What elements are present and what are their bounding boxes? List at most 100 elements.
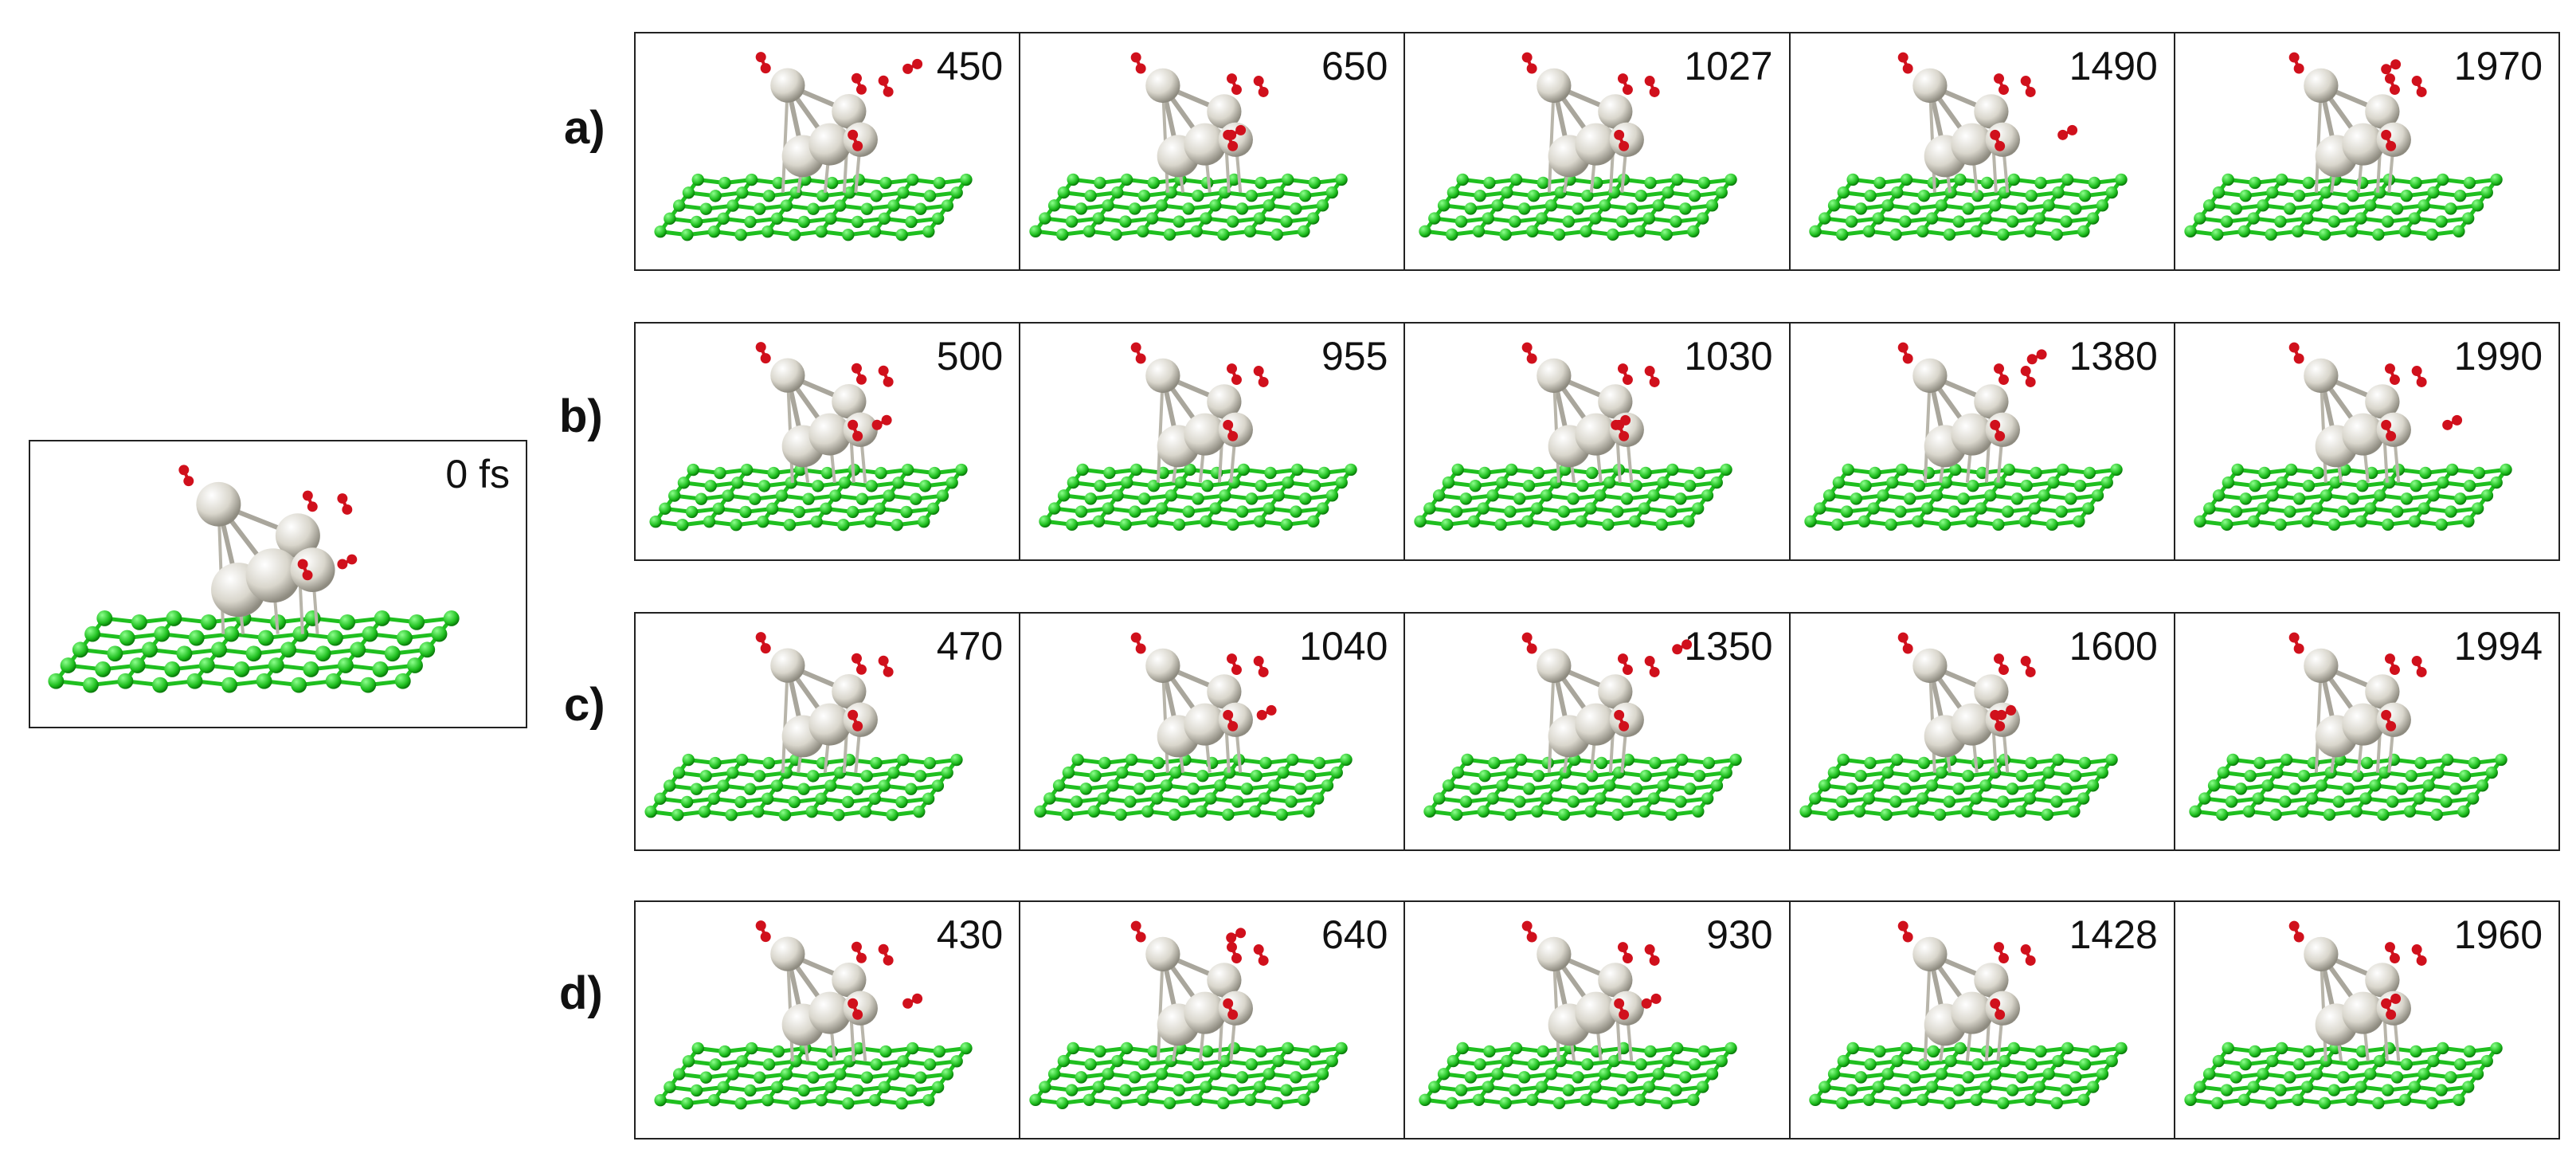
- panel-c-5: 1994: [2173, 614, 2558, 849]
- oxygen-atom: [1619, 1009, 1630, 1020]
- carbon-atom: [762, 190, 776, 202]
- carbon-atom: [1935, 766, 1948, 779]
- carbon-atom: [1464, 1071, 1478, 1084]
- carbon-atom: [280, 641, 297, 658]
- carbon-atom: [2198, 792, 2211, 805]
- carbon-atom: [950, 1055, 963, 1068]
- carbon-atom: [2476, 779, 2488, 792]
- carbon-atom: [1908, 202, 1920, 215]
- carbon-atom: [812, 480, 824, 492]
- cluster-atom: [2342, 703, 2385, 746]
- oxygen-atom: [1227, 73, 1238, 84]
- carbon-atom: [1993, 476, 2006, 489]
- carbon-atom: [2449, 783, 2462, 795]
- carbon-atom: [2417, 199, 2430, 212]
- carbon-atom: [1670, 215, 1683, 228]
- carbon-atom: [2033, 212, 2046, 225]
- carbon-atom: [895, 1097, 908, 1110]
- carbon-atom: [1863, 1057, 1877, 1071]
- oxygen-atom: [302, 490, 313, 501]
- carbon-atom: [2398, 225, 2412, 237]
- carbon-atom: [2327, 1084, 2340, 1096]
- carbon-atom: [1098, 756, 1111, 770]
- carbon-atom: [2247, 212, 2260, 225]
- carbon-atom: [1483, 1045, 1496, 1058]
- carbon-atom: [2373, 1054, 2386, 1068]
- graphene-sheet: [1808, 173, 2128, 241]
- carbon-atom: [1927, 1045, 1940, 1058]
- carbon-atom: [1299, 189, 1312, 202]
- carbon-atom: [922, 792, 935, 806]
- carbon-atom: [1881, 766, 1894, 779]
- carbon-atom: [1298, 1093, 1310, 1106]
- oxygen-atom: [760, 353, 771, 364]
- carbon-atom: [2114, 1041, 2128, 1055]
- carbon-atom: [2495, 753, 2507, 767]
- carbon-atom: [1674, 795, 1688, 808]
- oxygen-atom: [1527, 63, 1538, 74]
- oxygen-atom: [1897, 342, 1909, 353]
- oxygen-atom: [1130, 52, 1141, 63]
- carbon-atom: [682, 753, 695, 767]
- oxygen-atom: [883, 86, 894, 97]
- carbon-atom: [221, 677, 237, 693]
- carbon-atom: [1482, 1081, 1495, 1093]
- carbon-atom: [2193, 1081, 2206, 1093]
- carbon-atom: [1710, 476, 1724, 489]
- carbon-atom: [1827, 766, 1840, 779]
- carbon-atom: [664, 212, 676, 226]
- carbon-atom: [1146, 212, 1159, 225]
- carbon-atom: [1504, 808, 1517, 822]
- carbon-atom: [1129, 1071, 1141, 1084]
- row-b-panels: 500 955 1030 1380 1990: [634, 322, 2560, 561]
- carbon-atom: [1433, 489, 1446, 502]
- oxygen-atom: [2288, 920, 2300, 932]
- carbon-atom: [1531, 502, 1544, 515]
- carbon-atom: [1237, 463, 1251, 477]
- oxygen-atom: [1994, 140, 2005, 151]
- carbon-atom: [1521, 515, 1534, 528]
- carbon-atom: [2373, 489, 2386, 502]
- oxygen-atom: [855, 84, 867, 95]
- carbon-atom: [1441, 518, 1454, 532]
- carbon-atom: [1580, 1093, 1593, 1106]
- time-label: 640: [1321, 912, 1388, 957]
- carbon-atom: [2081, 502, 2094, 515]
- oxygen-molecules: [1897, 342, 2047, 441]
- carbon-atom: [1219, 1054, 1231, 1068]
- oxygen-atom: [1993, 653, 2004, 665]
- carbon-atom: [1155, 1068, 1169, 1081]
- oxygen-atom: [2293, 353, 2304, 364]
- carbon-atom: [1550, 779, 1563, 792]
- oxygen-atom: [1994, 430, 2005, 441]
- carbon-atom: [788, 1097, 801, 1110]
- carbon-atom: [2210, 228, 2224, 241]
- carbon-atom: [2105, 186, 2118, 199]
- cluster-atom: [832, 94, 867, 129]
- carbon-atom: [1940, 476, 1952, 489]
- molecule-scene: [1808, 52, 2128, 241]
- oxygen-atom: [1231, 953, 1243, 964]
- carbon-atom: [2042, 199, 2055, 212]
- carbon-atom: [1854, 769, 1867, 783]
- oxygen-atom: [1650, 667, 1661, 677]
- oxygen-atom: [855, 374, 867, 385]
- carbon-atom: [682, 1055, 695, 1068]
- oxygen-atom: [2411, 656, 2422, 667]
- carbon-atom: [838, 477, 851, 489]
- oxygen-atom: [1231, 375, 1243, 386]
- oxygen-atom: [1902, 643, 1913, 654]
- carbon-atom: [1720, 766, 1733, 779]
- carbon-atom: [824, 779, 837, 792]
- initial-state-panel: 0 fs: [29, 440, 527, 728]
- carbon-atom: [736, 1055, 749, 1068]
- carbon-atom: [1863, 756, 1877, 770]
- carbon-atom: [2414, 756, 2427, 770]
- carbon-atom: [707, 225, 721, 238]
- carbon-atom: [1906, 805, 1920, 818]
- carbon-atom: [407, 657, 423, 673]
- carbon-atom: [96, 610, 113, 626]
- carbon-atom: [1160, 779, 1173, 792]
- carbon-atom: [2355, 479, 2369, 492]
- carbon-atom: [2425, 228, 2438, 241]
